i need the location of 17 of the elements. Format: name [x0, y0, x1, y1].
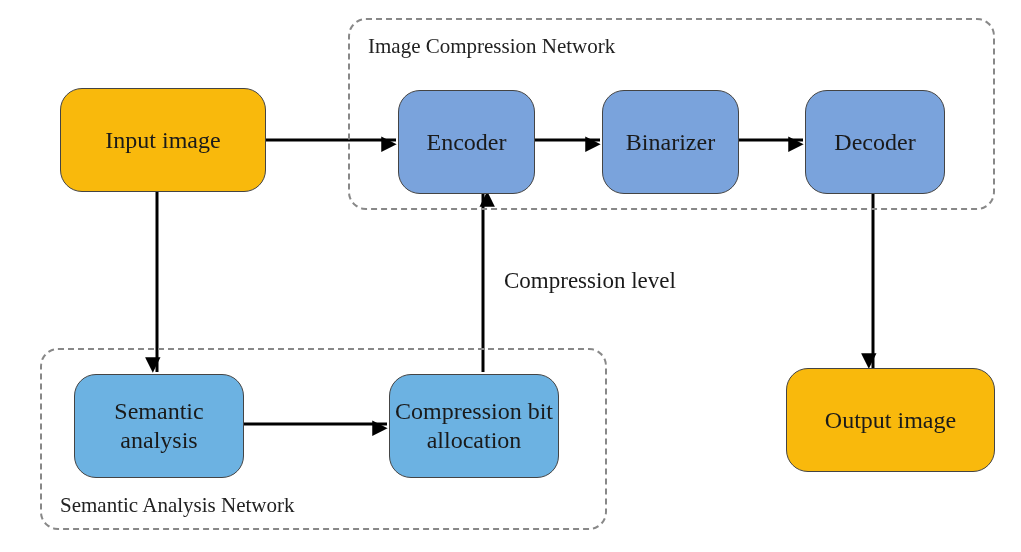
arrow — [737, 136, 804, 152]
process-box: Decoder — [805, 90, 945, 194]
arrow — [533, 136, 601, 152]
dashed-group-border — [348, 18, 995, 210]
group-title: Image Compression Network — [368, 34, 616, 59]
process-box: Encoder — [398, 90, 535, 194]
process-box: Input image — [60, 88, 266, 192]
process-box: Output image — [786, 368, 995, 472]
process-box: Semantic analysis — [74, 374, 244, 478]
arrow — [266, 136, 397, 152]
arrow — [242, 420, 388, 436]
arrow — [861, 192, 877, 369]
group-title: Semantic Analysis Network — [60, 493, 295, 518]
process-box: Compression bit allocation — [389, 374, 559, 478]
process-box: Binarizer — [602, 90, 739, 194]
dashed-group-border — [40, 348, 607, 530]
arrow — [145, 192, 161, 373]
